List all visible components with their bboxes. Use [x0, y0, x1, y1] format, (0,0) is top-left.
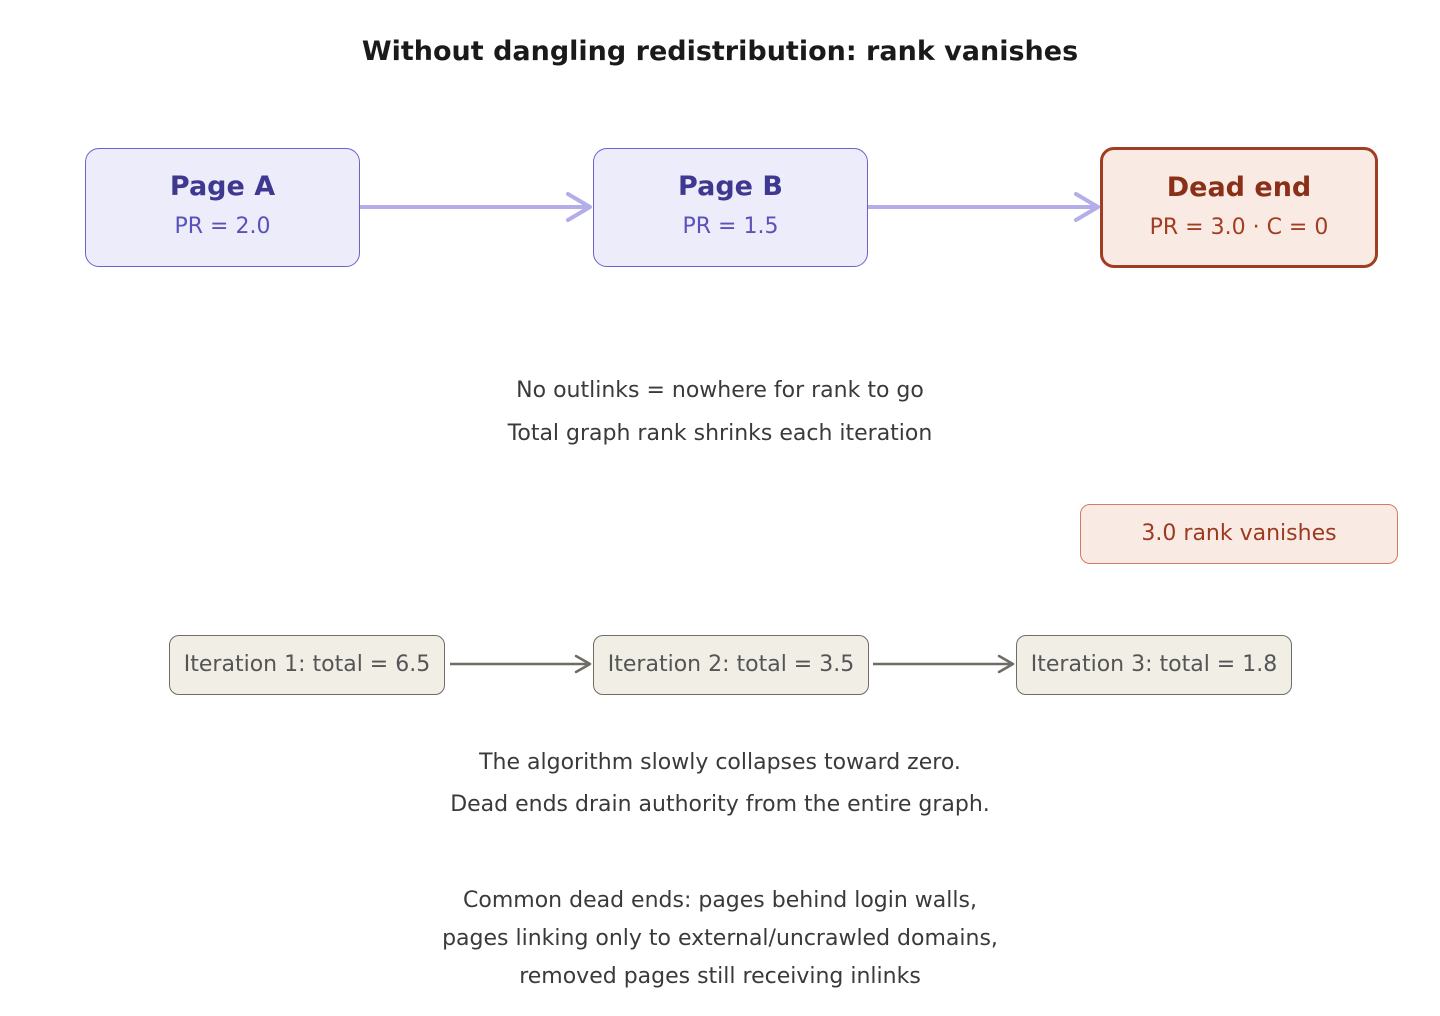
node-page-a: Page A PR = 2.0	[85, 148, 360, 267]
node-dead-end: Dead end PR = 3.0 · C = 0	[1100, 147, 1378, 268]
common-dead-ends-line-1: Common dead ends: pages behind login wal…	[463, 888, 977, 913]
diagram-title: Without dangling redistribution: rank va…	[361, 36, 1079, 67]
common-dead-ends-line-3: removed pages still receiving inlinks	[519, 964, 921, 989]
node-page-a-title: Page A	[169, 171, 276, 202]
node-page-b: Page B PR = 1.5	[593, 148, 868, 267]
edge-iter1-to-iter2	[450, 654, 592, 674]
iteration-3-box: Iteration 3: total = 1.8	[1016, 635, 1292, 695]
node-dead-end-title: Dead end	[1166, 172, 1312, 203]
node-page-b-rank: PR = 1.5	[682, 214, 779, 239]
iteration-2-box: Iteration 2: total = 3.5	[593, 635, 869, 695]
node-dead-end-rank: PR = 3.0 · C = 0	[1149, 215, 1329, 240]
collapse-note-line-2: Dead ends drain authority from the entir…	[450, 792, 990, 817]
middle-note-line-2: Total graph rank shrinks each iteration	[507, 421, 933, 446]
node-page-b-title: Page B	[678, 171, 783, 202]
iteration-1-box: Iteration 1: total = 6.5	[169, 635, 445, 695]
collapse-note-line-1: The algorithm slowly collapses toward ze…	[479, 750, 961, 775]
node-page-a-rank: PR = 2.0	[174, 214, 271, 239]
middle-note-line-1: No outlinks = nowhere for rank to go	[516, 378, 924, 403]
edge-b-to-dead-end	[868, 192, 1100, 222]
common-dead-ends-line-2: pages linking only to external/uncrawled…	[442, 926, 998, 951]
vanish-label-box: 3.0 rank vanishes	[1080, 504, 1398, 564]
edge-iter2-to-iter3	[873, 654, 1015, 674]
edge-a-to-b	[360, 192, 592, 222]
